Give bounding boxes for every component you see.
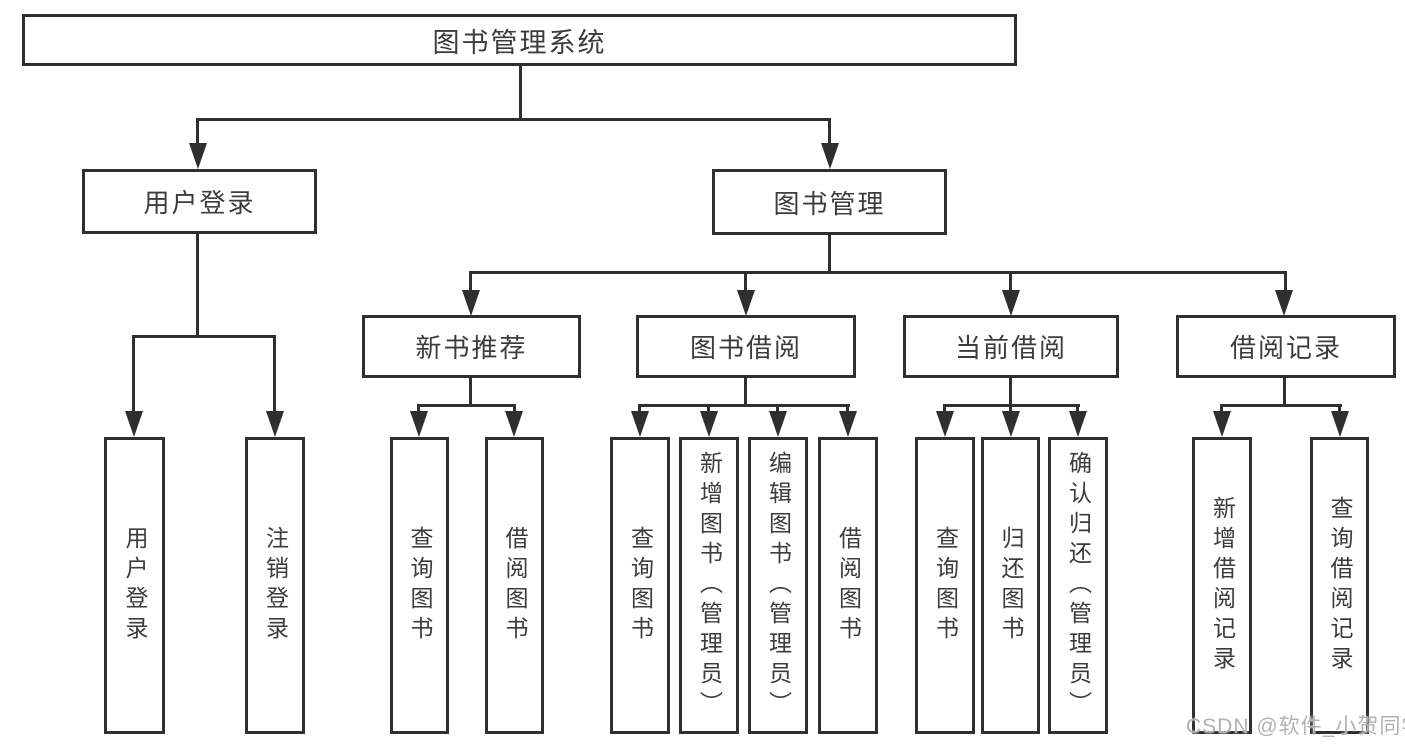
connector-line (469, 271, 1287, 274)
arrowhead-icon (1275, 290, 1293, 316)
node-user-login-leaf: 用户登录 (104, 437, 165, 734)
node-new-book-recommend: 新书推荐 (362, 315, 581, 378)
connector-line (417, 404, 420, 414)
node-book-management: 图书管理 (712, 169, 947, 235)
connector-line (132, 335, 135, 414)
node-query-books-borrow: 查询图书 (610, 437, 670, 734)
connector-line (1009, 404, 1012, 414)
arrowhead-icon (505, 411, 523, 437)
node-add-borrow-record: 新增借阅记录 (1192, 437, 1252, 734)
arrowhead-icon (737, 290, 755, 316)
node-book-borrow: 图书借阅 (636, 315, 856, 378)
connector-line (828, 235, 831, 273)
connector-line (469, 271, 472, 293)
connector-line (273, 335, 276, 414)
arrowhead-icon (189, 143, 207, 169)
arrowhead-icon (1002, 290, 1020, 316)
arrowhead-icon (821, 143, 839, 169)
node-query-borrow-record: 查询借阅记录 (1310, 437, 1369, 734)
node-current-borrow: 当前借阅 (903, 315, 1119, 378)
node-root: 图书管理系统 (22, 14, 1017, 66)
connector-line (513, 404, 516, 414)
arrowhead-icon (1213, 411, 1231, 437)
connector-line (1076, 404, 1079, 414)
connector-line (469, 378, 472, 407)
connector-line (196, 118, 831, 121)
node-add-book-admin: 新增图书（管理员） (679, 437, 739, 734)
connector-line (638, 404, 850, 407)
connector-line (1284, 271, 1287, 293)
node-borrow-books-leaf: 借阅图书 (818, 437, 878, 734)
arrowhead-icon (462, 290, 480, 316)
connector-line (744, 378, 747, 407)
arrowhead-icon (700, 411, 718, 437)
node-return-books: 归还图书 (981, 437, 1040, 734)
connector-line (196, 234, 199, 337)
arrowhead-icon (1002, 411, 1020, 437)
node-query-books-recommend: 查询图书 (390, 437, 449, 734)
connector-line (519, 66, 522, 118)
arrowhead-icon (1331, 411, 1349, 437)
arrowhead-icon (410, 411, 428, 437)
connector-line (943, 404, 946, 414)
node-edit-book-admin: 编辑图书（管理员） (748, 437, 808, 734)
node-confirm-return-admin: 确认归还（管理员） (1048, 437, 1108, 734)
arrowhead-icon (769, 411, 787, 437)
connector-line (1009, 271, 1012, 293)
connector-line (744, 271, 747, 293)
connector-line (828, 118, 831, 148)
arrowhead-icon (266, 411, 284, 437)
connector-line (132, 335, 276, 338)
connector-line (1338, 404, 1341, 414)
node-user-login: 用户登录 (82, 169, 317, 234)
connector-line (707, 404, 710, 414)
connector-line (1220, 404, 1342, 407)
connector-line (196, 118, 199, 148)
connector-line (776, 404, 779, 414)
connector-line (417, 404, 516, 407)
connector-line (1009, 378, 1012, 407)
node-query-books-current: 查询图书 (915, 437, 975, 734)
connector-line (1220, 404, 1223, 414)
node-logout-leaf: 注销登录 (245, 437, 305, 734)
arrowhead-icon (839, 411, 857, 437)
arrowhead-icon (125, 411, 143, 437)
node-borrow-records: 借阅记录 (1176, 315, 1396, 378)
watermark: CSDN @软件_小贺同学 (1186, 715, 1405, 738)
node-borrow-books-recommend: 借阅图书 (485, 437, 544, 734)
connector-line (846, 404, 849, 414)
arrowhead-icon (936, 411, 954, 437)
arrowhead-icon (1069, 411, 1087, 437)
connector-line (1283, 378, 1286, 407)
connector-line (638, 404, 641, 414)
arrowhead-icon (631, 411, 649, 437)
